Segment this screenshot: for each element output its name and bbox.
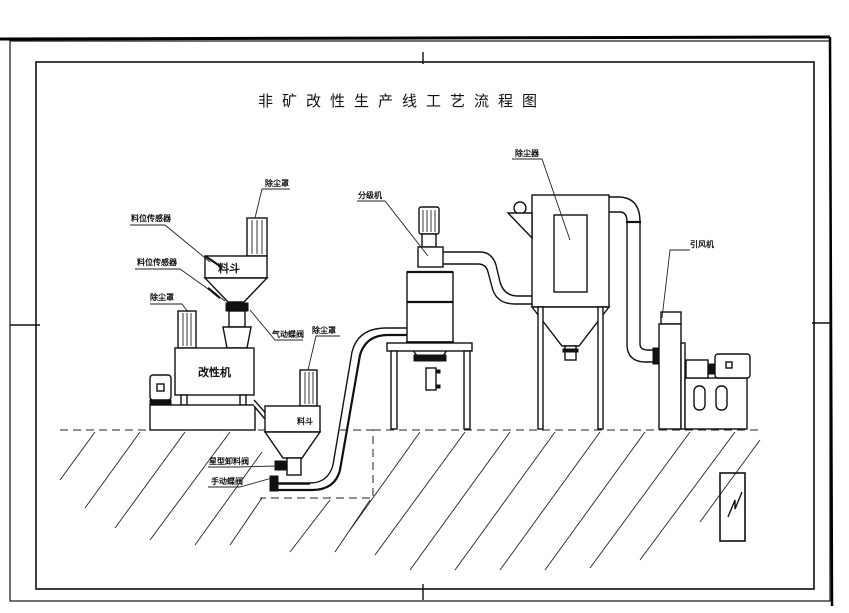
star-valve-body xyxy=(286,457,302,476)
hopper-lower-label: 料斗 xyxy=(297,416,313,426)
label-dust-collector-mid: 除尘罩 xyxy=(312,325,336,335)
label-pneumatic-valve: 气动蝶阀 xyxy=(271,329,304,339)
modifier-body xyxy=(174,347,255,396)
label-dust-cover-left: 除尘罩 xyxy=(150,292,174,302)
lower-hopper: 料斗 xyxy=(263,369,322,492)
neck-pipe xyxy=(228,310,246,328)
classifier xyxy=(386,206,532,430)
pit-outline xyxy=(260,429,374,499)
ground-hatching xyxy=(59,431,761,571)
pulse-valve xyxy=(513,201,527,215)
leader-lines xyxy=(130,158,690,488)
bag-filter-window xyxy=(553,214,588,293)
bag-filter-cone xyxy=(530,306,611,347)
bag-filter-leg-right xyxy=(597,306,604,430)
inlet-funnel xyxy=(222,326,252,349)
label-star-valve: 星型卸料阀 xyxy=(209,456,249,466)
classifier-outlet xyxy=(425,367,437,391)
classifier-leg-left xyxy=(390,350,398,430)
north-arrow-icon xyxy=(727,491,743,518)
label-induced-fan: 引风机 xyxy=(690,239,714,249)
ground xyxy=(59,429,761,571)
modifier-base xyxy=(149,404,256,431)
classifier-leg-right xyxy=(463,350,471,430)
classifier-platform xyxy=(386,342,473,352)
hopper-upper-label: 料斗 xyxy=(218,261,240,275)
induced-fan xyxy=(658,311,751,430)
drawing-frame xyxy=(0,35,834,607)
label-bag-filter: 除尘器 xyxy=(515,148,540,158)
fan-outlet xyxy=(660,311,682,325)
right-edge-line xyxy=(828,36,834,607)
conveying-pipe xyxy=(278,327,410,492)
label-material-sensor-upper: 料位传感器 xyxy=(131,213,172,223)
hopper-lower-cone xyxy=(263,431,322,459)
dust-filter-mid xyxy=(299,369,318,407)
label-dust-collector-top: 除尘罩 xyxy=(265,178,289,188)
star-valve xyxy=(274,460,288,471)
hopper-lower-body xyxy=(264,405,321,433)
bag-filter-leg-left xyxy=(537,306,544,430)
classifier-body xyxy=(406,271,454,343)
fan-coupling xyxy=(685,359,709,379)
label-material-sensor-lower: 料位传感器 xyxy=(137,257,178,267)
label-classifier: 分级机 xyxy=(358,190,382,200)
north-symbol xyxy=(719,472,746,542)
upper-hopper: 料斗 xyxy=(203,217,269,349)
bag-filter xyxy=(506,194,660,430)
north-symbol-frame xyxy=(719,472,746,542)
classifier-head xyxy=(417,246,444,268)
hopper-upper-cone xyxy=(203,277,269,303)
diagram-title: 非矿改性生产线工艺流程图 xyxy=(258,92,546,110)
classifier-motor xyxy=(418,206,440,235)
pneumatic-valve xyxy=(225,302,249,312)
label-manual-valve: 手动蝶阀 xyxy=(211,476,243,486)
fan-housing xyxy=(658,323,682,430)
top-edge-line xyxy=(0,35,831,41)
modifier-label: 改性机 xyxy=(198,365,231,379)
modifier-machine: 改性机 xyxy=(149,310,272,431)
